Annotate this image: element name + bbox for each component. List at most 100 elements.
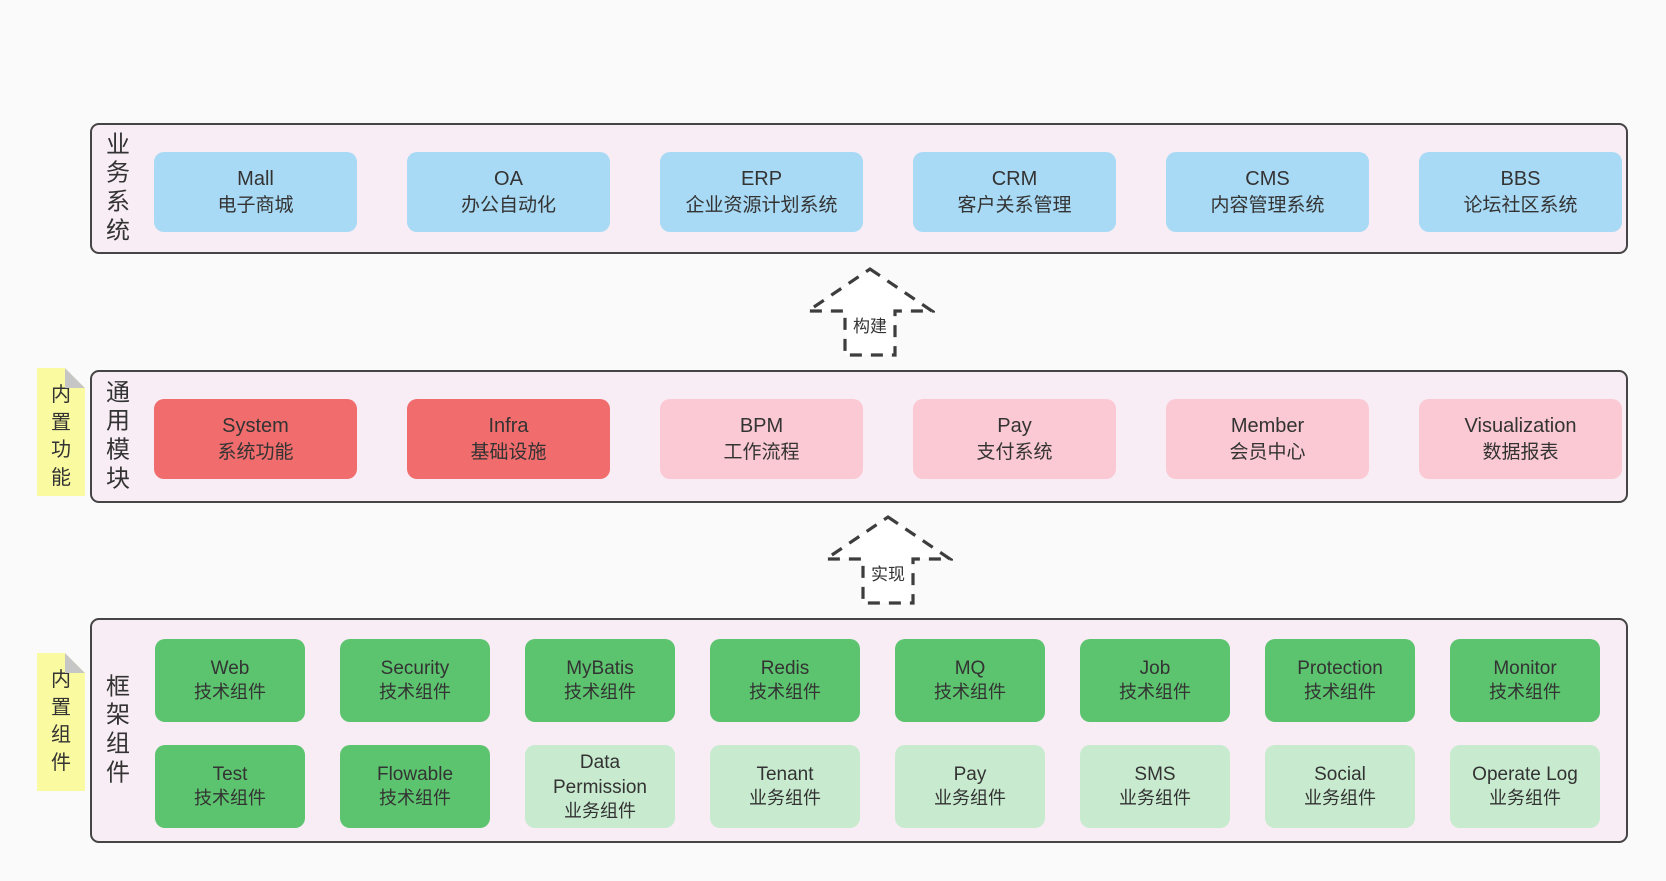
box-title: BBS — [1500, 168, 1541, 191]
box-system: System 系统功能 — [154, 399, 357, 479]
box-title: Member — [1230, 415, 1305, 438]
box-social: Social 业务组件 — [1265, 745, 1415, 828]
panel-label-components: 框架组件 — [106, 672, 130, 787]
box-title: Pay — [953, 764, 987, 786]
box-subtitle: 基础设施 — [470, 442, 547, 464]
implement-arrow-label: 实现 — [869, 560, 907, 585]
common-modules-panel: 通用模块 System 系统功能 Infra 基础设施 BPM 工作流程 Pay… — [90, 370, 1628, 503]
panel-label-modules: 通用模块 — [106, 378, 130, 493]
box-job: Job 技术组件 — [1080, 639, 1230, 722]
business-box-row: Mall 电子商城 OA 办公自动化 ERP 企业资源计划系统 CRM 客户关系… — [154, 152, 1622, 232]
box-redis: Redis 技术组件 — [710, 639, 860, 722]
box-subtitle: 系统功能 — [217, 442, 294, 464]
box-visualization: Visualization 数据报表 — [1419, 399, 1622, 479]
box-title: Security — [380, 658, 450, 680]
box-monitor: Monitor 技术组件 — [1450, 639, 1600, 722]
box-subtitle: 企业资源计划系统 — [685, 195, 838, 217]
box-subtitle: 业务组件 — [934, 788, 1006, 809]
box-subtitle: 技术组件 — [1489, 682, 1561, 703]
box-subtitle: 技术组件 — [1304, 682, 1376, 703]
box-title: SMS — [1134, 764, 1176, 786]
builtin-components-note: 内置组件 — [37, 653, 85, 791]
components-row-1: Web 技术组件 Security 技术组件 MyBatis 技术组件 Redi… — [155, 639, 1600, 722]
box-subtitle: 技术组件 — [194, 682, 266, 703]
business-systems-panel: 业务系统 Mall 电子商城 OA 办公自动化 ERP 企业资源计划系统 CRM… — [90, 123, 1628, 254]
box-subtitle: 电子商城 — [217, 195, 294, 217]
box-web: Web 技术组件 — [155, 639, 305, 722]
build-arrow: 构建 — [805, 266, 935, 358]
box-title: Protection — [1297, 658, 1383, 680]
box-erp: ERP 企业资源计划系统 — [660, 152, 863, 232]
builtin-features-note: 内置功能 — [37, 368, 85, 496]
note-fold-corner — [65, 368, 85, 388]
box-cms: CMS 内容管理系统 — [1166, 152, 1369, 232]
box-title: Social — [1314, 764, 1366, 786]
note-fold-corner — [65, 653, 85, 673]
box-infra: Infra 基础设施 — [407, 399, 610, 479]
box-test: Test 技术组件 — [155, 745, 305, 828]
box-subtitle: 工作流程 — [723, 442, 800, 464]
box-title: MyBatis — [566, 658, 634, 680]
box-subtitle: 客户关系管理 — [957, 195, 1072, 217]
box-title: ERP — [740, 168, 783, 191]
box-title: Infra — [488, 415, 529, 438]
build-arrow-label: 构建 — [851, 312, 889, 337]
box-subtitle: 技术组件 — [564, 682, 636, 703]
box-title: Web — [210, 658, 250, 680]
box-subtitle: 支付系统 — [976, 442, 1053, 464]
box-title: Redis — [760, 658, 810, 680]
box-subtitle: 业务组件 — [1304, 788, 1376, 809]
panel-label-business: 业务系统 — [106, 130, 130, 245]
box-subtitle: 业务组件 — [1489, 788, 1561, 809]
box-subtitle: 技术组件 — [934, 682, 1006, 703]
box-title: Operate Log — [1472, 764, 1578, 786]
box-title: CRM — [991, 168, 1038, 191]
box-subtitle: 技术组件 — [1119, 682, 1191, 703]
box-subtitle: 技术组件 — [379, 682, 451, 703]
box-bbs: BBS 论坛社区系统 — [1419, 152, 1622, 232]
box-security: Security 技术组件 — [340, 639, 490, 722]
box-subtitle: 内容管理系统 — [1210, 195, 1325, 217]
box-title: System — [222, 415, 289, 438]
box-subtitle: 业务组件 — [564, 800, 636, 821]
box-mq: MQ 技术组件 — [895, 639, 1045, 722]
box-flowable: Flowable 技术组件 — [340, 745, 490, 828]
box-subtitle: 业务组件 — [749, 788, 821, 809]
box-crm: CRM 客户关系管理 — [913, 152, 1116, 232]
box-subtitle: 论坛社区系统 — [1463, 195, 1578, 217]
box-protection: Protection 技术组件 — [1265, 639, 1415, 722]
box-title: OA — [494, 168, 523, 191]
box-title: Flowable — [376, 764, 454, 786]
box-title: Test — [212, 764, 248, 786]
box-title: BPM — [739, 415, 784, 438]
box-title: CMS — [1245, 168, 1290, 191]
box-title: Mall — [237, 168, 274, 191]
box-pay-system: Pay 支付系统 — [913, 399, 1116, 479]
box-subtitle: 会员中心 — [1229, 442, 1306, 464]
components-row-2: Test 技术组件 Flowable 技术组件 Data Permission … — [155, 745, 1600, 828]
box-subtitle: 办公自动化 — [460, 195, 556, 217]
box-tenant: Tenant 业务组件 — [710, 745, 860, 828]
modules-box-row: System 系统功能 Infra 基础设施 BPM 工作流程 Pay 支付系统… — [154, 399, 1622, 479]
note-text: 内置组件 — [51, 669, 71, 774]
box-subtitle: 技术组件 — [194, 788, 266, 809]
box-mybatis: MyBatis 技术组件 — [525, 639, 675, 722]
box-member: Member 会员中心 — [1166, 399, 1369, 479]
box-title: MQ — [954, 658, 986, 680]
box-bpm: BPM 工作流程 — [660, 399, 863, 479]
box-title: Job — [1139, 658, 1171, 680]
box-title: Data Permission — [553, 751, 647, 798]
box-sms: SMS 业务组件 — [1080, 745, 1230, 828]
box-subtitle: 业务组件 — [1119, 788, 1191, 809]
framework-components-panel: 框架组件 Web 技术组件 Security 技术组件 MyBatis 技术组件… — [90, 618, 1628, 843]
box-subtitle: 数据报表 — [1482, 442, 1559, 464]
box-operate-log: Operate Log 业务组件 — [1450, 745, 1600, 828]
box-title: Monitor — [1493, 658, 1557, 680]
box-title: Tenant — [756, 764, 814, 786]
box-pay-component: Pay 业务组件 — [895, 745, 1045, 828]
box-title: Visualization — [1464, 415, 1577, 438]
box-data-permission: Data Permission 业务组件 — [525, 745, 675, 828]
box-subtitle: 技术组件 — [749, 682, 821, 703]
box-title: Pay — [997, 415, 1032, 438]
